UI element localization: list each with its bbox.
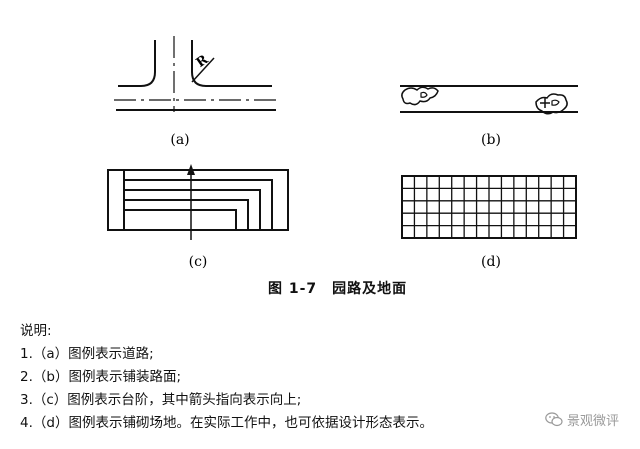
watermark: 景观微评 <box>545 410 619 429</box>
note-item: 1.（a）图例表示道路; <box>20 346 154 362</box>
note-item: 3.（c）图例表示台阶，其中箭头指向表示向上; <box>20 392 302 408</box>
note-item: 4.（d）图例表示铺砌场地。在实际工作中，也可依据设计形态表示。 <box>20 415 433 431</box>
notes-section: 说明: 1.（a）图例表示道路; 2.（b）图例表示铺装路面; 3.（c）图例表… <box>20 320 433 435</box>
steps-legend-c <box>107 164 289 240</box>
road-legend-a <box>114 36 280 112</box>
figure-caption: 图 1-7 园路及地面 <box>268 281 408 297</box>
paved-road-legend-b <box>400 85 578 115</box>
radius-label: R <box>194 52 212 71</box>
sub-label-c: (c) <box>189 254 208 270</box>
watermark-text: 景观微评 <box>567 414 620 429</box>
notes-heading: 说明: <box>20 323 52 339</box>
note-item: 2.（b）图例表示铺装路面; <box>20 369 181 385</box>
sub-label-a: (a) <box>170 132 189 148</box>
sub-label-d: (d) <box>481 254 501 270</box>
sub-label-b: (b) <box>481 132 501 148</box>
paved-square-legend-d <box>401 175 577 239</box>
wechat-icon <box>545 412 563 427</box>
